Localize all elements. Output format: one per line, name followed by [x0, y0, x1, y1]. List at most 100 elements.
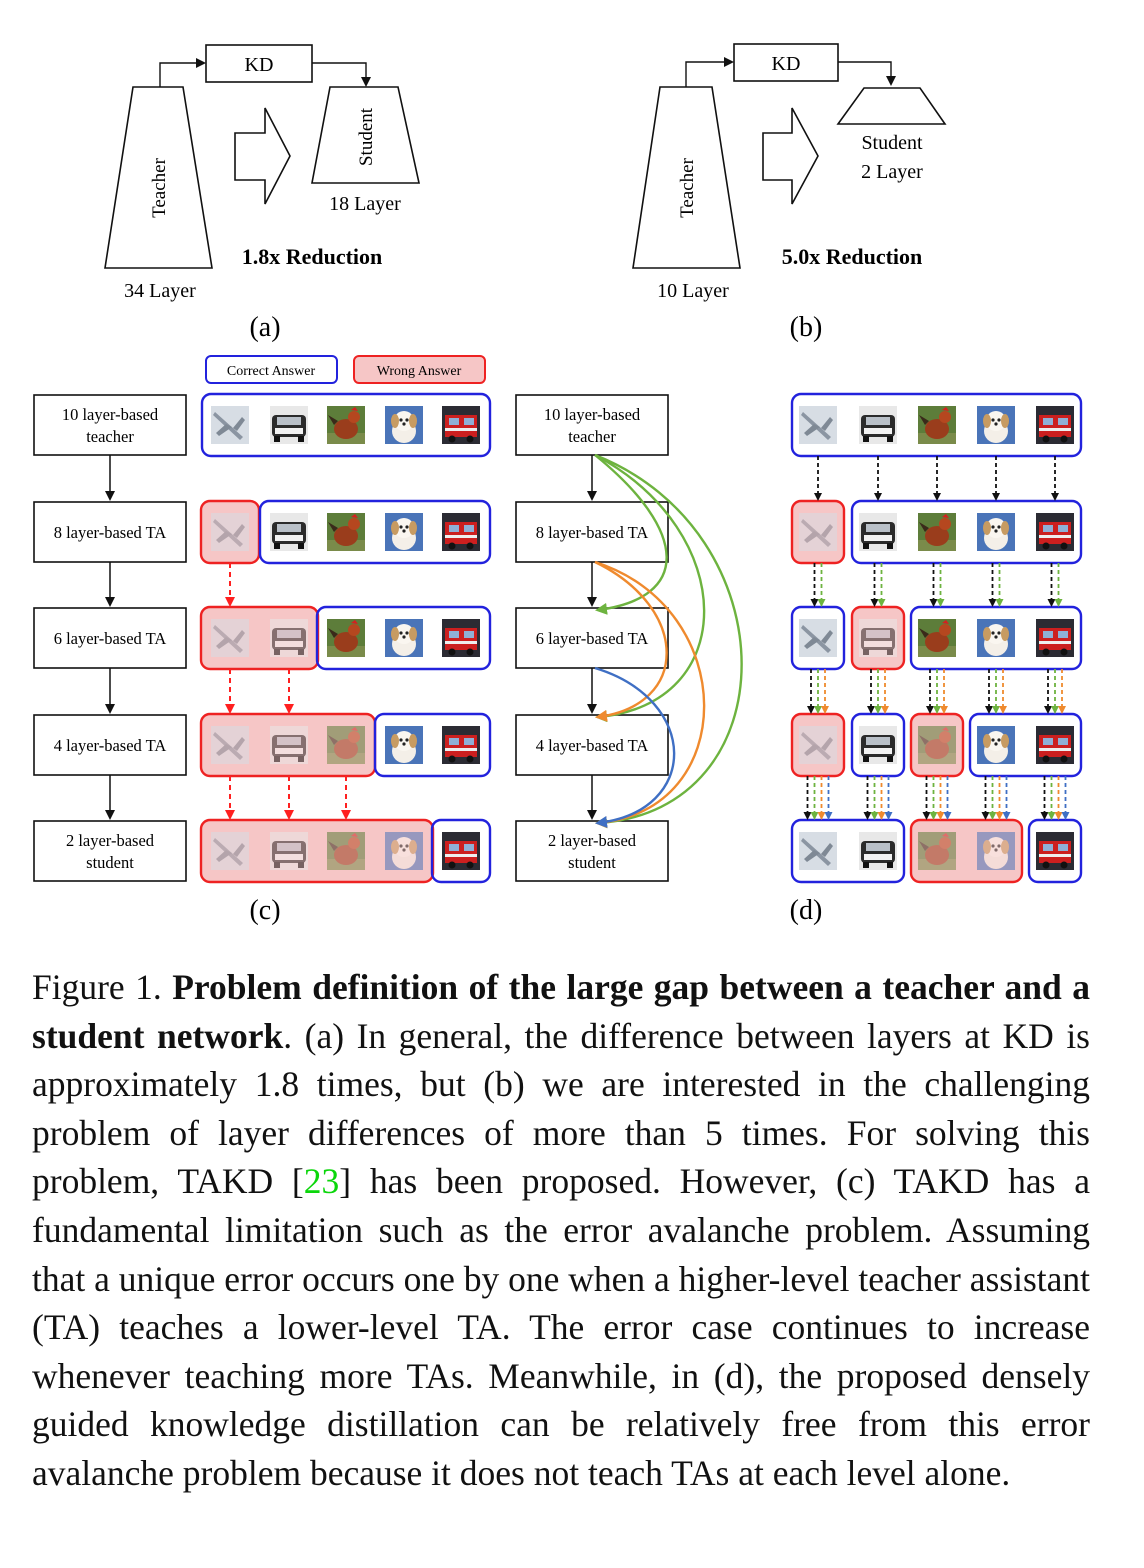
- c-thumb-dog-2: [385, 619, 423, 657]
- panel-label-a: (a): [249, 312, 280, 343]
- d-thumb-dog-2: [977, 619, 1015, 657]
- student-label-b: Student: [861, 132, 923, 154]
- c-level-label-4-a: 2 layer-based: [66, 831, 155, 850]
- c-thumb-fire-truck-3: [442, 726, 480, 764]
- big-arrow-b: [762, 107, 819, 205]
- d-thumb-dog-4: [977, 832, 1015, 870]
- c-correct-group-0: [200, 392, 492, 458]
- c-level-box-2: [33, 607, 187, 669]
- c-thumb-fire-truck-1: [442, 513, 480, 551]
- c-thumb-airplane-4: [211, 832, 249, 870]
- d-thumb-dog-0: [977, 406, 1015, 444]
- student-layers-b: 2 Layer: [861, 161, 923, 183]
- e-orange-curve-o4: [594, 560, 668, 722]
- e-level-label-0-a: 10 layer-based: [544, 405, 641, 424]
- c-level-box-3: [33, 714, 187, 776]
- caption-prefix: Figure 1.: [32, 967, 173, 1007]
- teacher-layers-b: 10 Layer: [657, 280, 729, 302]
- legend-wrong-label: Wrong Answer: [377, 364, 462, 379]
- d-group-4-2: [1027, 818, 1083, 884]
- panel-label-d: (d): [790, 895, 823, 926]
- d-thumb-fire-truck-0: [1036, 406, 1074, 444]
- c-thumb-airplane-0: [211, 406, 249, 444]
- student-trapezoid-a: [311, 86, 420, 184]
- d-thumb-car-3: [859, 726, 897, 764]
- c-thumb-dog-1: [385, 513, 423, 551]
- c-thumb-fire-truck-0: [442, 406, 480, 444]
- panel-label-b: (b): [790, 312, 823, 343]
- teacher-label-b: Teacher: [677, 157, 698, 218]
- c-thumb-dog-0: [385, 406, 423, 444]
- c-thumb-airplane-1: [211, 513, 249, 551]
- teacher-trapezoid-a: [104, 86, 213, 269]
- c-thumb-dog-4: [385, 832, 423, 870]
- c-level-label-1: 8 layer-based TA: [54, 523, 167, 542]
- teacher-trapezoid-b: [632, 86, 741, 269]
- c-thumb-car-2: [270, 619, 308, 657]
- c-thumb-fire-truck-4: [442, 832, 480, 870]
- figure-caption: Figure 1. Problem definition of the larg…: [32, 963, 1090, 1498]
- kd-box-b: [733, 43, 839, 82]
- d-thumb-airplane-4: [799, 832, 837, 870]
- panel-d: [790, 392, 1083, 884]
- d-group-3-3: [968, 712, 1083, 778]
- teacher-layers-a: 34 Layer: [124, 280, 196, 302]
- student-label-a: Student: [356, 107, 377, 166]
- panel-label-c: (c): [249, 895, 280, 926]
- d-thumb-fire-truck-4: [1036, 832, 1074, 870]
- e-level-box-0: [515, 394, 669, 456]
- d-thumb-car-4: [859, 832, 897, 870]
- kd-arrow-in-a: [159, 58, 206, 87]
- d-thumb-dog-3: [977, 726, 1015, 764]
- e-green-curve-g2: [594, 453, 743, 829]
- teacher-label-a: Teacher: [149, 157, 170, 218]
- c-level-box-1: [33, 501, 187, 563]
- panel-b: Teacher KD Student 2 Layer 5.0x Reductio…: [632, 43, 947, 343]
- e-blue-curve: [594, 666, 676, 828]
- e-level-box-3: [515, 714, 669, 776]
- d-thumb-rooster-3: [918, 726, 956, 764]
- legend-wrong-box: [353, 355, 486, 384]
- c-correct-group-3: [373, 712, 492, 778]
- c-thumb-rooster-1: [327, 513, 365, 551]
- d-group-3-1: [850, 712, 906, 778]
- c-level-label-0-a: 10 layer-based: [62, 405, 159, 424]
- d-thumb-fire-truck-3: [1036, 726, 1074, 764]
- legend: Correct Answer Wrong Answer: [205, 355, 486, 384]
- e-level-box-1: [515, 501, 669, 563]
- c-thumb-car-0: [270, 406, 308, 444]
- figure-1: Teacher KD Student 18 Layer 1.8x Reducti…: [33, 43, 1083, 926]
- d-thumb-rooster-0: [918, 406, 956, 444]
- d-group-1-1: [850, 499, 1083, 565]
- panel-a: Teacher KD Student 18 Layer 1.8x Reducti…: [104, 44, 420, 343]
- c-thumb-airplane-3: [211, 726, 249, 764]
- c-thumb-rooster-0: [327, 406, 365, 444]
- d-thumb-dog-1: [977, 513, 1015, 551]
- c-correct-group-1: [258, 499, 492, 565]
- c-level-label-4-b: student: [86, 853, 134, 872]
- legend-correct-box: [205, 355, 338, 384]
- student-trapezoid-b: [836, 87, 947, 125]
- e-level-label-2: 6 layer-based TA: [536, 629, 649, 648]
- kd-arrow-out-b: [838, 61, 896, 86]
- caption-bold: Problem definition of the large gap betw…: [32, 967, 1091, 1056]
- student-layers-a: 18 Layer: [329, 193, 401, 215]
- c-thumb-car-4: [270, 832, 308, 870]
- d-thumb-airplane-2: [799, 619, 837, 657]
- d-thumb-car-2: [859, 619, 897, 657]
- c-level-label-2: 6 layer-based TA: [54, 629, 167, 648]
- c-thumb-rooster-3: [327, 726, 365, 764]
- d-thumb-fire-truck-1: [1036, 513, 1074, 551]
- c-thumb-rooster-2: [327, 619, 365, 657]
- e-level-label-4-a: 2 layer-based: [548, 831, 637, 850]
- e-level-box-2: [515, 607, 669, 669]
- d-thumb-rooster-1: [918, 513, 956, 551]
- reduction-a: 1.8x Reduction: [242, 244, 383, 269]
- d-thumb-car-1: [859, 513, 897, 551]
- kd-label-b: KD: [772, 53, 801, 75]
- c-level-box-0: [33, 394, 187, 456]
- caption-ref-23[interactable]: 23: [303, 1161, 340, 1202]
- c-correct-group-4: [430, 818, 492, 884]
- e-level-label-0-b: teacher: [568, 427, 616, 446]
